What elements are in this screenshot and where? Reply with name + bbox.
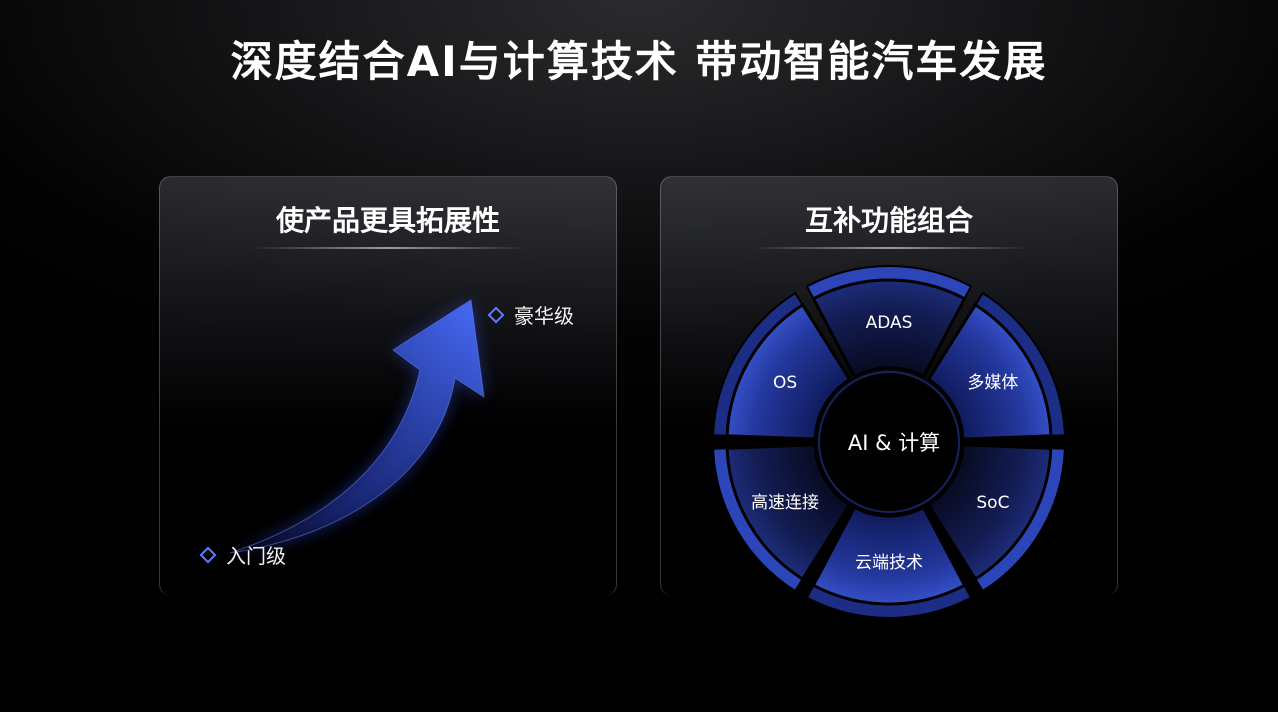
ring-segment-soc bbox=[926, 443, 1053, 582]
ring-center bbox=[818, 371, 960, 513]
page-title: 深度结合AI与计算技术 带动智能汽车发展 bbox=[230, 37, 1048, 86]
ring-center-label: AI & 计算 bbox=[848, 431, 940, 455]
ring-segment-cloud bbox=[811, 505, 967, 606]
entry-level-text: 入门级 bbox=[226, 544, 286, 568]
growth-arrow bbox=[229, 299, 485, 554]
ring-segment-os bbox=[725, 302, 852, 441]
ring-segment-label-os: OS bbox=[773, 373, 797, 393]
combination-panel-divider bbox=[751, 247, 1029, 249]
ring-segment-multimedia bbox=[926, 302, 1053, 441]
luxury-level-text: 豪华级 bbox=[514, 304, 574, 328]
combination-panel-title: 互补功能组合 bbox=[804, 204, 973, 237]
ring-segments: ADAS 多媒体 SoC 云端技术 高速连接 OS bbox=[712, 265, 1066, 619]
scalability-panel-divider bbox=[250, 247, 528, 249]
ring-segment-label-connectivity: 高速连接 bbox=[751, 493, 819, 513]
ring-segment-label-multimedia: 多媒体 bbox=[967, 373, 1018, 393]
entry-level-label: 入门级 bbox=[199, 540, 286, 569]
luxury-level-label: 豪华级 bbox=[487, 300, 574, 329]
scalability-panel-title: 使产品更具拓展性 bbox=[275, 204, 500, 237]
ring-segment-label-adas: ADAS bbox=[866, 313, 913, 333]
scalability-panel: 使产品更具拓展性 bbox=[159, 176, 617, 596]
ring-segment-connectivity bbox=[725, 443, 852, 582]
ring-segment-label-soc: SoC bbox=[976, 493, 1009, 513]
ring-segment-label-cloud: 云端技术 bbox=[855, 553, 923, 573]
ring-segment-adas bbox=[811, 278, 967, 379]
